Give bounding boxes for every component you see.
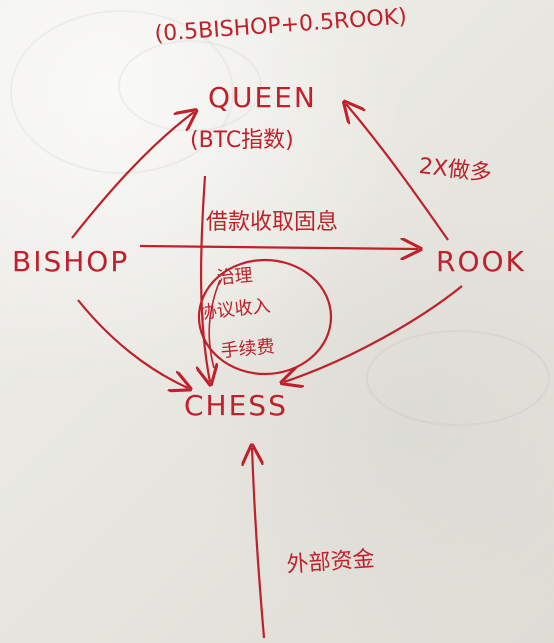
center-line-3: 手续费 [219,336,276,362]
queen-label: QUEEN [208,81,317,114]
faded-circle-3 [10,10,234,174]
arrow-external-to-chess [252,448,266,639]
external-funds-label: 外部资金 [285,546,376,578]
bishop-to-rook-label: 借款收取固息 [206,210,339,235]
arrow-rook-to-chess [284,285,463,382]
center-line-1: 治理 [215,264,254,289]
arrow-bishop-to-rook [139,246,418,249]
arrow-bishop-to-chess [77,299,188,388]
queen-subtitle: (BTC指数) [190,128,294,153]
center-circle [197,258,333,376]
arrow-queen-to-chess [201,175,210,382]
chess-label: CHESS [184,389,288,422]
center-inner-arrow [208,279,221,369]
faded-circle-2 [366,330,550,426]
rook-label: ROOK [436,245,526,278]
bishop-label: BISHOP [12,245,130,278]
arrow-bishop-to-queen [71,112,194,239]
arrow-rook-to-queen [346,104,449,241]
